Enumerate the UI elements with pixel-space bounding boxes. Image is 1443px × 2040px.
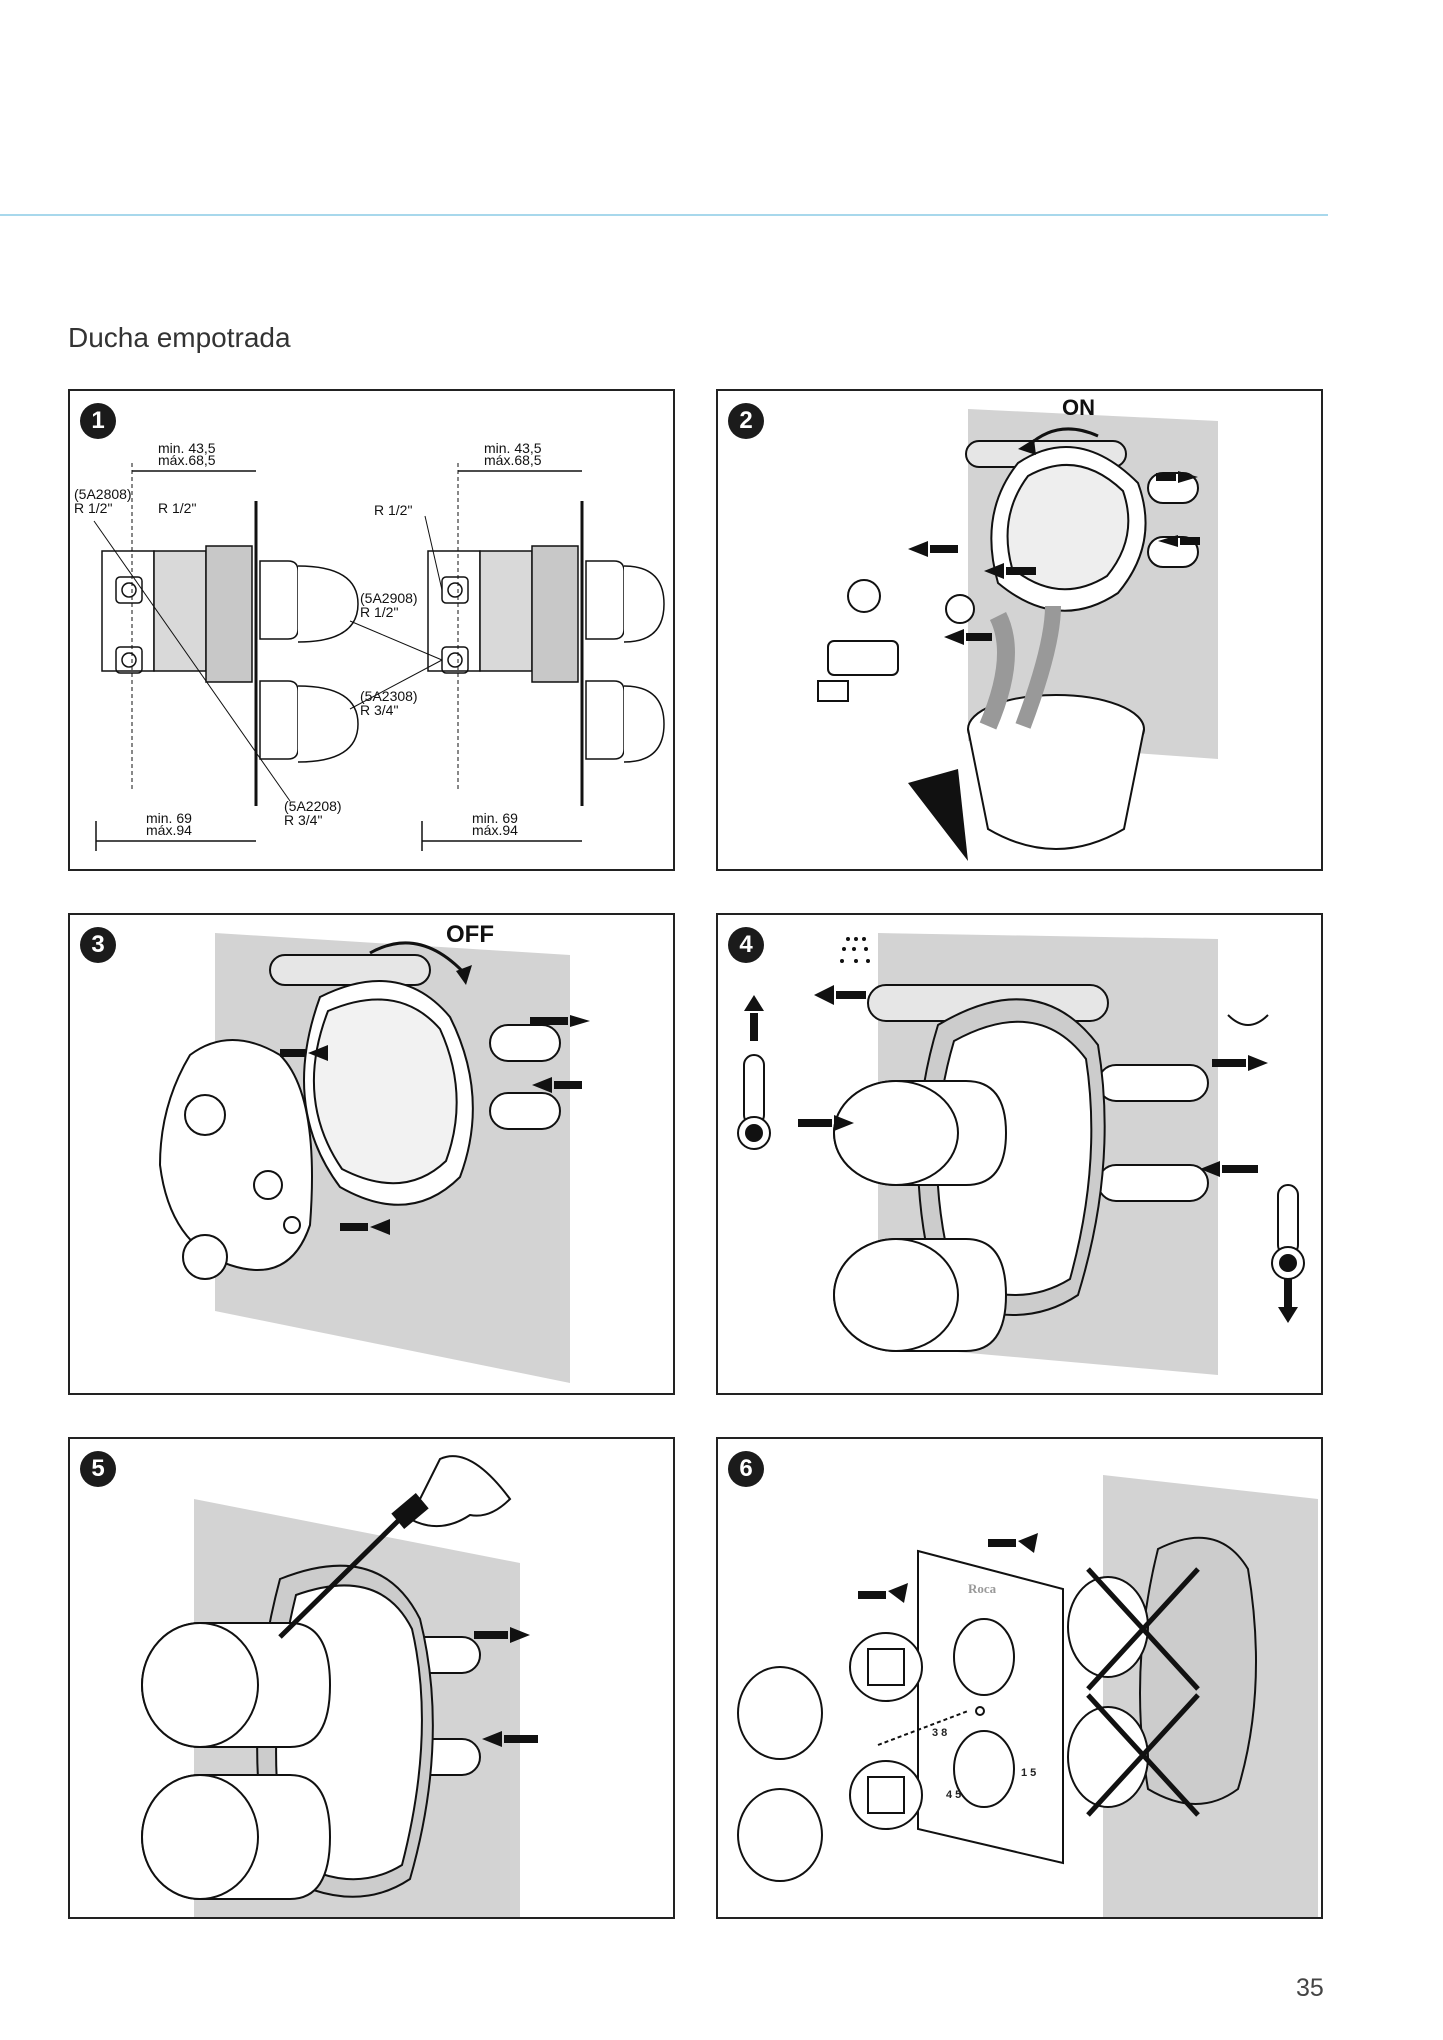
thread-label: R 1/2" — [74, 500, 113, 516]
step-number-badge: 1 — [80, 403, 116, 439]
part-code-label: (5A2208) — [284, 798, 342, 814]
off-label: OFF — [446, 921, 494, 948]
thread-label: R 1/2" — [158, 500, 197, 516]
step-2-panel: 2 ON — [716, 389, 1323, 871]
step-3-panel: 3 OFF — [68, 913, 675, 1395]
temperature-mark: 1 5 — [1021, 1767, 1037, 1779]
step-5-panel: 5 — [68, 1437, 675, 1919]
thread-label: R 3/4" — [360, 702, 399, 718]
temperature-mark: 4 5 — [946, 1789, 962, 1801]
dim-label: min. 69 — [472, 810, 518, 826]
dim-label: máx.94 — [146, 822, 192, 838]
mount-handles-illustration — [737, 933, 1305, 1375]
thread-label: R 1/2" — [360, 604, 399, 620]
step-number-badge: 5 — [80, 1451, 116, 1487]
thread-label: R 3/4" — [284, 812, 323, 828]
flush-pipes-illustration — [817, 409, 1218, 861]
install-cartridge-illustration — [158, 933, 590, 1383]
tighten-screw-illustration — [141, 1455, 538, 1917]
temperature-mark: 3 8 — [932, 1727, 948, 1739]
thread-label: R 1/2" — [374, 502, 413, 518]
installation-dimensions-diagram — [93, 463, 665, 851]
dim-label: min. 43,5 — [158, 440, 216, 456]
dim-label: máx.94 — [472, 822, 518, 838]
page-title: Ducha empotrada — [68, 322, 291, 353]
step-number-badge: 3 — [80, 927, 116, 963]
dim-label: máx.68,5 — [158, 452, 216, 468]
dim-label: máx.68,5 — [484, 452, 542, 468]
brand-logo-text: Roca — [968, 1581, 997, 1596]
part-code-label: (5A2308) — [360, 688, 418, 704]
step-number-badge: 2 — [728, 403, 764, 439]
step-number-badge: 6 — [728, 1451, 764, 1487]
step-1-panel: 1 — [68, 389, 675, 871]
step-6-panel: 6 Roca 3 8 4 5 1 5 — [716, 1437, 1323, 1919]
header-rule — [0, 214, 1328, 216]
step-number-badge: 4 — [728, 927, 764, 963]
page-number: 35 — [1296, 1974, 1324, 2002]
dim-label: min. 43,5 — [484, 440, 542, 456]
part-code-label: (5A2908) — [360, 590, 418, 606]
dim-label: min. 69 — [146, 810, 192, 826]
step-4-panel: 4 — [716, 913, 1323, 1395]
on-label: ON — [1062, 395, 1095, 420]
faceplate-assembly-illustration — [737, 1475, 1318, 1917]
part-code-label: (5A2808) — [74, 486, 132, 502]
